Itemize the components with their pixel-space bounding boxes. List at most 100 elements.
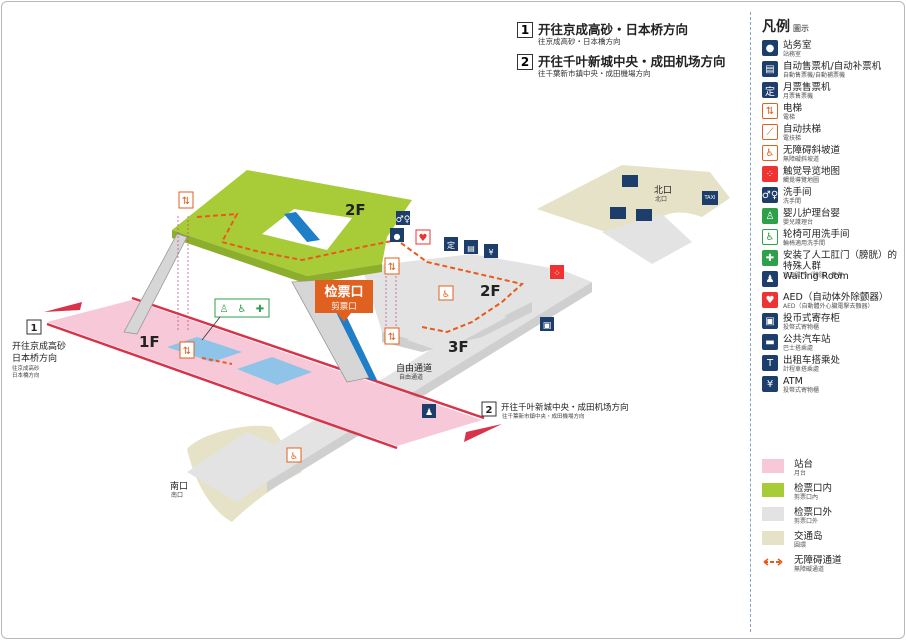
legend-swatch — [762, 531, 784, 545]
waiting-room-icon: ♟ — [422, 404, 436, 418]
svg-text:⇅: ⇅ — [388, 262, 396, 273]
legend-item-sublabel: 電扶梯 — [783, 135, 802, 142]
svg-text:▤: ▤ — [467, 244, 475, 253]
station-office-icon: ● — [390, 228, 404, 242]
station-office-icon: ● — [762, 40, 778, 56]
legend-item-label: 自动扶梯 — [783, 124, 822, 135]
legend-item-label: 站务室 — [783, 40, 812, 51]
svg-text:♟: ♟ — [425, 408, 433, 418]
floor-label-2f: 2F — [480, 282, 501, 300]
direction-2-subtitle: 往千葉新市鎮中央・成田機場方向 — [538, 69, 651, 78]
svg-text:⁘: ⁘ — [553, 269, 561, 279]
svg-text:♙: ♙ — [220, 304, 229, 315]
svg-text:TAXI: TAXI — [704, 195, 716, 201]
legend-item-label: 电梯 — [783, 103, 803, 114]
legend-item-label: 自动售票机/自动补票机 — [783, 61, 882, 72]
legend-swatch-item: 交通岛圓環 — [762, 531, 902, 555]
concourse-2f-inside-edge — [172, 230, 382, 284]
svg-text:往京成高砂: 往京成高砂 — [12, 364, 40, 372]
track-arrow-1 — [44, 302, 82, 312]
legend-item-sublabel: 電梯 — [783, 114, 796, 121]
legend-item: ♂♀洗手间洗手間 — [762, 187, 902, 208]
north-plaza — [602, 214, 692, 264]
toilet-group-icons: ♙ ♿ ✚ — [214, 298, 270, 318]
direction-2-title: 开往千叶新城中央・成田机场方向 — [538, 54, 726, 69]
legend-item-sublabel: 無障礙斜坡道 — [783, 156, 820, 163]
north-exit-label: 北口 — [654, 185, 672, 196]
atm-icon: ¥ — [484, 244, 498, 258]
bus-icon: ▬ — [762, 334, 778, 350]
legend-item: ♥AED（自动体外除颤器）AED（自動體外心臟電擊去顫器） — [762, 292, 902, 313]
legend-swatches: 站台月台检票口内剪票口內检票口外剪票口外交通岛圓環 — [762, 459, 902, 555]
platform-direction-1: 1 开往京成高砂 日本桥方向 往京成高砂 日本橋方向 — [12, 319, 66, 379]
legend-swatch-item: 检票口内剪票口內 — [762, 483, 902, 507]
track-line-bottom — [46, 322, 398, 450]
direction-1-subtitle: 往京成高砂・日本橋方向 — [538, 37, 621, 46]
legend-item-sublabel: 觸覺導覽地圖 — [783, 177, 820, 184]
svg-text:2: 2 — [486, 405, 493, 416]
legend-items: ●站务室站務室▤自动售票机/自动补票机自動售票機/自動補票機定月票售票机月票售票… — [762, 40, 902, 397]
pass-ticket-icon: 定 — [444, 237, 458, 251]
legend-swatch-label: 站台 — [794, 459, 814, 470]
bus-icon — [610, 207, 626, 219]
svg-text:开往京成高砂: 开往京成高砂 — [12, 340, 66, 352]
escalator-void — [284, 212, 320, 242]
legend-item-sublabel: 洗手間 — [783, 198, 802, 205]
svg-text:⇅: ⇅ — [388, 332, 396, 343]
svg-text:♿: ♿ — [442, 290, 450, 300]
svg-text:⇅: ⇅ — [182, 196, 190, 207]
bus-icon — [622, 175, 638, 187]
svg-text:剪票口: 剪票口 — [331, 301, 357, 312]
track-arrow-2 — [464, 424, 502, 442]
platform-direction-2: 2 开往千叶新城中央・成田机场方向 往千葉新市鎮中央・成田機場方向 — [481, 401, 629, 420]
legend-item-sublabel: 巴士搭乘處 — [783, 345, 814, 352]
legend-item: ●站务室站務室 — [762, 40, 902, 61]
legend-item-label: 婴儿护理台婴 — [783, 208, 841, 219]
slope-icon: ♿ — [762, 145, 778, 161]
svg-text:♿: ♿ — [290, 452, 298, 462]
south-exit-label: 南口 — [170, 480, 188, 492]
legend-swatch-sublabel: 剪票口內 — [794, 494, 819, 501]
legend-barrier-free: 无障碍通道 無障礙通道 — [762, 555, 902, 579]
legend-item: 定月票售票机月票售票機 — [762, 82, 902, 103]
direction-1-number: 1 — [517, 22, 533, 38]
svg-text:定: 定 — [447, 240, 455, 250]
legend-item: ♙婴儿护理台婴嬰兒護理台 — [762, 208, 902, 229]
legend-item-label: 洗手间 — [783, 187, 812, 198]
svg-text:▣: ▣ — [543, 321, 552, 331]
legend-item: ♿无障碍斜坡道無障礙斜坡道 — [762, 145, 902, 166]
direction-2-number: 2 — [517, 54, 533, 70]
concourse-2f-outside — [362, 254, 562, 342]
legend-barrier-free-label: 无障碍通道 — [794, 555, 842, 566]
tactile-map-icon: ⁘ — [762, 166, 778, 182]
free-passage-walkway-edge — [267, 282, 592, 492]
elevator-leaders-2 — [385, 272, 397, 332]
svg-text:♿: ♿ — [238, 304, 247, 315]
legend-item: ▬公共汽车站巴士搭乘處 — [762, 334, 902, 355]
escalator-icon: ⟋ — [762, 124, 778, 140]
locker-icon: ▣ — [540, 317, 554, 331]
svg-text:♂♀: ♂♀ — [396, 215, 411, 225]
legend-item-label: Waiting Room — [783, 271, 849, 282]
legend-item-sublabel: AED（自動體外心臟電擊去顫器） — [783, 303, 874, 310]
legend-item-label: 安装了人工肛门（膀胱）的特殊人群 — [783, 250, 898, 272]
north-exit-sublabel: 北口 — [655, 195, 667, 203]
legend-item: ⁘ 触觉导览地图觸覺導覽地圖 — [762, 166, 902, 187]
legend-swatch-item: 站台月台 — [762, 459, 902, 483]
taxi-icon: TAXI — [702, 191, 718, 205]
barrier-free-route-sample — [763, 558, 783, 566]
free-passage-sublabel: 自由通道 — [399, 373, 423, 381]
legend-item-label: 月票售票机 — [783, 82, 831, 93]
legend-swatch-item: 检票口外剪票口外 — [762, 507, 902, 531]
legend-item-sublabel: 輪椅適用洗手間 — [783, 240, 826, 247]
legend: 凡例圖示 ●站务室站務室▤自动售票机/自动补票机自動售票機/自動補票機定月票售票… — [762, 16, 902, 579]
legend-item: ▤自动售票机/自动补票机自動售票機/自動補票機 — [762, 61, 902, 82]
pass-ticket-icon: 定 — [762, 82, 778, 98]
svg-text:¥: ¥ — [488, 248, 493, 257]
wheelchair-toilet-icon: ♿ — [762, 229, 778, 245]
legend-item-label: 触觉导览地图 — [783, 166, 841, 177]
ticket-gate-badge: 检票口 剪票口 — [315, 280, 373, 322]
